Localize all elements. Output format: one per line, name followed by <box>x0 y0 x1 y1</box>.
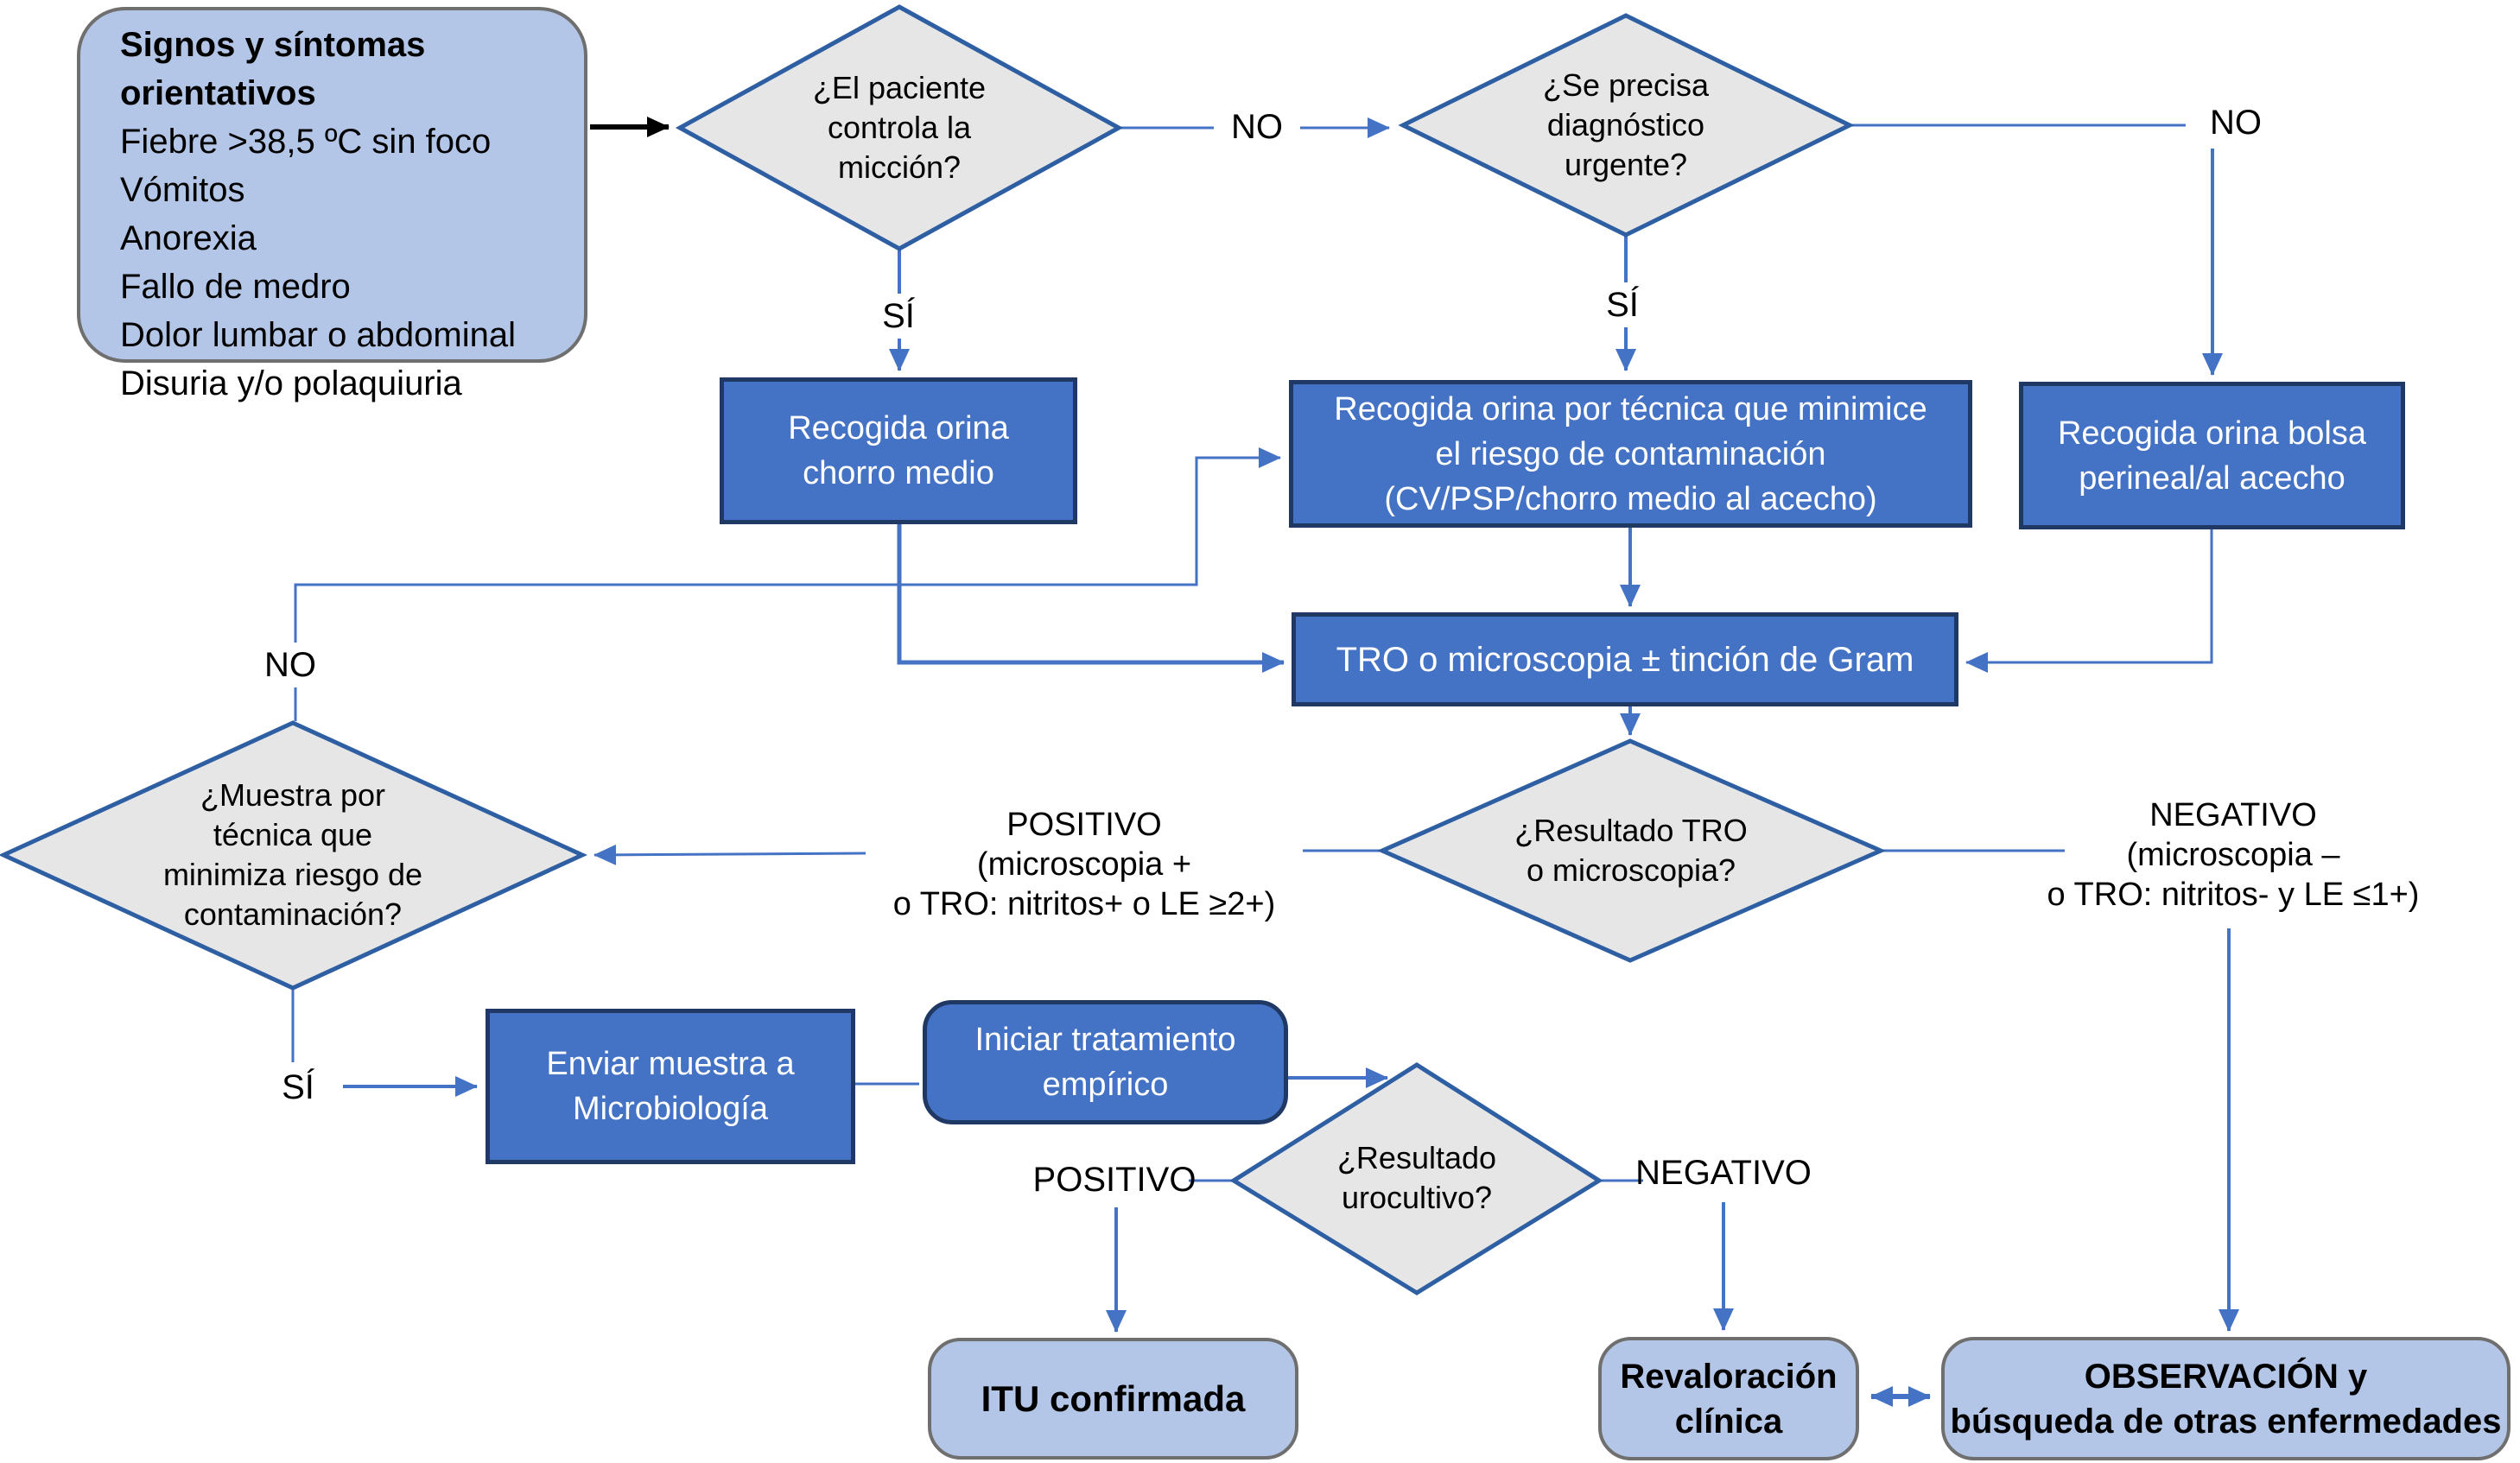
text-line: POSITIVO <box>1006 807 1162 843</box>
text-line: diagnóstico <box>1546 107 1705 142</box>
text-line: urgente? <box>1564 147 1688 182</box>
text-line: Dolor lumbar o abdominal <box>120 316 517 354</box>
decision-urine-culture <box>1229 1062 1603 1295</box>
label-no-micturition: NO <box>1214 104 1300 149</box>
text-line: (microscopia – <box>2126 837 2340 873</box>
label-no-urgent: NO <box>2193 100 2279 145</box>
text-line: contaminación? <box>183 896 403 932</box>
outcome-observation-box: OBSERVACIÓN y búsqueda de otras enfermeda… <box>1941 1337 2510 1460</box>
text-line: controla la <box>827 110 972 145</box>
text-line: perineal/al acecho <box>2079 459 2345 497</box>
text-line: Fiebre >38,5 ºC sin foco <box>120 123 492 161</box>
text-line: Microbiología <box>573 1091 768 1127</box>
outcome-itu-confirmed-box: ITU confirmada <box>928 1338 1298 1460</box>
text-line: Vómitos <box>120 171 245 209</box>
text-line: ¿Resultado TRO <box>1514 813 1748 848</box>
arrow-no-feedback-to-min-contamination <box>294 447 1281 721</box>
text-line: o TRO: nitritos- y LE ≤1+) <box>2047 877 2420 913</box>
label-no-sample-technique: NO <box>247 643 333 687</box>
arrow-midstream-to-tro <box>897 524 1285 673</box>
symptoms-box: Signos y síntomas orientativos Fiebre >3… <box>77 7 587 402</box>
text-line: ¿Muestra por <box>200 777 386 813</box>
outcome-reassessment-box: Revaloración clínica <box>1598 1337 1859 1460</box>
decision-controls-micturition-text: ¿El paciente controla la micción? <box>761 68 1038 187</box>
text-line: Fallo de medro <box>120 268 351 306</box>
decision-urgent-diagnosis-text: ¿Se precisa diagnóstico urgente? <box>1488 66 1764 185</box>
label-tro-negative-block: NEGATIVO (microscopia – o TRO: nitritos- y… <box>2039 795 2428 915</box>
text-line: Disuria y/o polaquiuria <box>120 364 462 402</box>
text-line: Iniciar tratamiento <box>974 1022 1236 1058</box>
text-line: micción? <box>837 149 962 185</box>
text-line: o TRO: nitritos+ o LE ≥2+) <box>892 886 1276 922</box>
label-yes-sample-technique: SÍ <box>270 1065 326 1110</box>
process-tro-box: TRO o microscopia ± tinción de Gram <box>1292 612 1958 706</box>
process-send-microbiology-box: Enviar muestra a Microbiología <box>486 1009 855 1164</box>
text-line: Recogida orina por técnica que minimice <box>1334 390 1927 428</box>
text-line: el riesgo de contaminación <box>1435 435 1826 472</box>
label-tro-positive-block: POSITIVO(microscopia +o TRO: nitritos+ o… <box>842 805 1326 924</box>
label-culture-negative: NEGATIVO <box>1635 1154 1812 1192</box>
text-line: o microscopia? <box>1526 852 1736 888</box>
process-empiric-treatment-box: Iniciar tratamiento empírico <box>923 1000 1288 1124</box>
text-line: TRO o microscopia ± tinción de Gram <box>1336 640 1914 679</box>
decision-tro-result-text: ¿Resultado TRO o microscopia? <box>1441 811 1821 890</box>
process-min-contamination-box: Recogida orina por técnica que minimice e… <box>1289 380 1972 528</box>
label-yes-micturition: SÍ <box>871 294 926 339</box>
text-line: chorro medio <box>803 455 994 491</box>
text-line: Recogida orina <box>788 410 1009 446</box>
text-line: búsqueda de otras enfermedades <box>1950 1402 2502 1441</box>
text-line: empírico <box>1042 1067 1169 1103</box>
decision-controls-micturition <box>675 4 1124 251</box>
decision-urgent-diagnosis <box>1398 13 1855 238</box>
text-line: (microscopia + <box>976 846 1192 883</box>
text-line: minimiza riesgo de <box>162 857 423 892</box>
arrow-perineal-bag-to-tro <box>1965 529 2213 673</box>
text-line: OBSERVACIÓN y <box>2084 1357 2368 1396</box>
text-line: ¿Se precisa <box>1542 67 1710 103</box>
text-line: NEGATIVO <box>2149 797 2317 833</box>
decision-sample-technique-text: ¿Muestra por técnica que minimiza riesgo d… <box>120 776 466 934</box>
text-line: ¿Resultado <box>1336 1140 1497 1175</box>
text-line: ITU confirmada <box>981 1378 1246 1419</box>
decision-urine-culture-text: ¿Resultado urocultivo? <box>1244 1138 1590 1218</box>
label-culture-positive: POSITIVO <box>1032 1161 1197 1199</box>
text-line: Revaloración <box>1620 1357 1838 1396</box>
arrow-positive-to-sample-technique <box>594 844 866 865</box>
decision-sample-technique <box>0 720 588 991</box>
label-yes-urgent: SÍ <box>1595 282 1650 327</box>
text-line: urocultivo? <box>1341 1180 1493 1215</box>
symptoms-title: Signos y síntomas orientativos <box>120 26 426 112</box>
text-line: clínica <box>1674 1402 1783 1441</box>
text-line: ¿El paciente <box>812 70 987 105</box>
text-line: Recogida orina bolsa <box>2057 415 2366 452</box>
text-line: Enviar muestra a <box>546 1046 795 1082</box>
process-perineal-bag-box: Recogida orina bolsa perineal/al acecho <box>2019 382 2405 529</box>
text-line: técnica que <box>213 817 373 852</box>
decision-tro-result <box>1376 738 1887 963</box>
text-line: (CV/PSP/chorro medio al acecho) <box>1384 480 1877 517</box>
process-midstream-box: Recogida orina chorro medio <box>720 377 1077 524</box>
text-line: Anorexia <box>120 219 257 257</box>
